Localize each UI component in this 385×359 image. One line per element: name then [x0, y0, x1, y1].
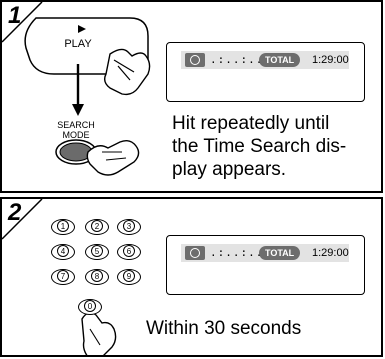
- key-6-button[interactable]: 6: [117, 244, 141, 260]
- instruction-text: Hit repeatedly until the Time Search dis…: [172, 113, 347, 180]
- step-1-panel: 1 PLAY SEARCH MODE .:..:.. TOTAL 1:29:00…: [0, 0, 383, 193]
- key-0-button[interactable]: 0: [78, 299, 102, 315]
- time-search-display: .:..:.. TOTAL 1:29:00: [181, 244, 349, 262]
- step-1-illustration: [2, 2, 151, 176]
- key-1-button[interactable]: 1: [51, 219, 75, 235]
- tv-display: .:..:.. TOTAL 1:29:00: [166, 42, 365, 102]
- instruction-text: Within 30 seconds: [146, 318, 302, 339]
- total-badge: TOTAL: [259, 246, 301, 260]
- total-time: 1:29:00: [312, 54, 349, 66]
- search-mode-label: SEARCH MODE: [57, 120, 95, 140]
- corner-divider: [2, 2, 43, 43]
- clock-icon: [185, 246, 205, 260]
- hand-icon: [103, 48, 151, 96]
- key-9-button[interactable]: 9: [117, 269, 141, 285]
- total-badge: TOTAL: [259, 53, 301, 67]
- play-triangle-icon: [78, 25, 86, 33]
- hand-icon-2: [86, 139, 140, 176]
- tv-display: .:..:.. TOTAL 1:29:00: [166, 235, 365, 295]
- key-8-button[interactable]: 8: [85, 269, 109, 285]
- time-placeholder: .:..:..: [210, 246, 264, 259]
- key-3-button[interactable]: 3: [117, 219, 141, 235]
- corner-divider: [2, 199, 43, 240]
- clock-icon: [185, 53, 205, 67]
- total-time: 1:29:00: [312, 247, 349, 259]
- time-placeholder: .:..:..: [210, 53, 264, 66]
- hand-icon-3: [81, 312, 117, 355]
- step-2-panel: 2 1 2 3 4 5 6 7 8 9 0 .:..:.. TOTAL 1:29…: [0, 197, 383, 357]
- key-5-button[interactable]: 5: [85, 244, 109, 260]
- key-4-button[interactable]: 4: [51, 244, 75, 260]
- step-number-1: 1: [8, 2, 22, 29]
- play-label: PLAY: [64, 38, 92, 50]
- key-2-button[interactable]: 2: [85, 219, 109, 235]
- time-search-display: .:..:.. TOTAL 1:29:00: [181, 51, 349, 69]
- key-7-button[interactable]: 7: [51, 269, 75, 285]
- step-number-2: 2: [8, 199, 22, 226]
